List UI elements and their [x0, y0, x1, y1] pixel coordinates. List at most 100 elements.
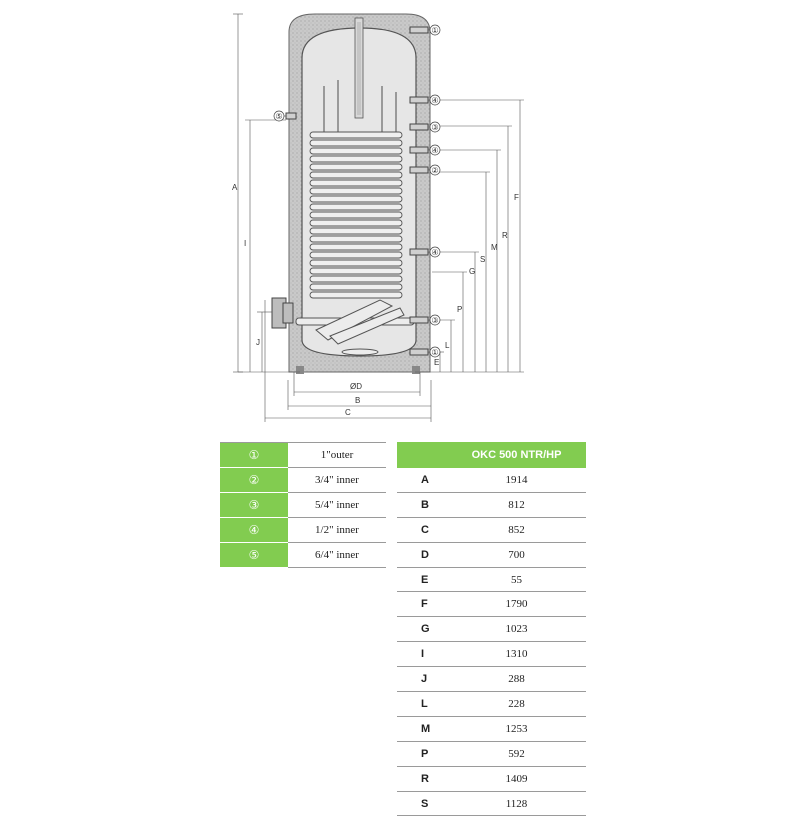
coil-turn [309, 227, 403, 235]
callout-circle [429, 246, 441, 258]
dimension-label: R [397, 766, 447, 792]
connection-pipe [409, 348, 429, 356]
dimension-label: J [397, 666, 447, 693]
coil-turn [309, 163, 403, 171]
header-blank-cell [397, 442, 447, 468]
callout-circle [429, 314, 441, 326]
connection-size: 1/2" inner [288, 517, 386, 543]
coil-turn [309, 235, 403, 243]
dimension-value: 1790 [447, 591, 586, 618]
dim-label-f: F [514, 193, 519, 202]
dimension-value: 1023 [447, 616, 586, 643]
connection-pipe [409, 26, 429, 34]
connection-pipe [409, 96, 429, 104]
dimension-label: A [397, 468, 447, 493]
dimension-value: 812 [447, 492, 586, 518]
dim-label-e: E [434, 358, 439, 367]
coil-turn [309, 251, 403, 259]
dimension-value: 228 [447, 691, 586, 717]
dimension-value: 1128 [447, 791, 586, 816]
dimension-label: P [397, 741, 447, 767]
callout-circle [429, 24, 441, 36]
connection-pipe [409, 316, 429, 324]
dimension-label: E [397, 567, 447, 593]
coil-turn [309, 187, 403, 195]
callout-circle [429, 94, 441, 106]
coil-turn [309, 203, 403, 211]
callout-symbol: ③ [431, 123, 438, 132]
connection-symbol: ④ [220, 517, 288, 543]
flange-left [271, 297, 294, 329]
dimension-value: 700 [447, 542, 586, 568]
connection-pipe [409, 166, 429, 174]
callout-symbol: ② [431, 166, 438, 175]
dimension-value: 1914 [447, 468, 586, 493]
callout-circle [429, 346, 441, 358]
dim-label-l: L [445, 341, 450, 350]
coil-turn [309, 267, 403, 275]
dimension-value: 55 [447, 567, 586, 593]
heat-exchanger-coil [309, 131, 403, 299]
dimension-label: F [397, 591, 447, 618]
coil-turn [309, 155, 403, 163]
connection-symbol: ② [220, 467, 288, 493]
connection-pipe [409, 123, 429, 131]
dimension-label: B [397, 492, 447, 518]
callout-symbol: ① [431, 26, 438, 35]
coil-turn [309, 219, 403, 227]
tank-cross-section-drawing: A I J F R M S G P L E ØD B [232, 13, 524, 422]
dim-label-r: R [502, 231, 508, 240]
dimension-label: G [397, 616, 447, 643]
dim-label-i: I [244, 239, 246, 248]
coil-turn [309, 147, 403, 155]
callout-symbol: ① [431, 348, 438, 357]
connection-size: 1"outer [288, 442, 386, 468]
dimension-label: C [397, 517, 447, 543]
connection-symbol: ① [220, 442, 288, 468]
dimension-label: S [397, 791, 447, 816]
dimension-value: 1310 [447, 641, 586, 668]
coil-turn [309, 139, 403, 147]
dim-label-b: B [355, 396, 360, 405]
dimension-label: M [397, 716, 447, 742]
callout-circle [429, 164, 441, 176]
coil-turn [309, 275, 403, 283]
dimension-lines-bottom [264, 300, 432, 422]
callout-circle [429, 121, 441, 133]
coil-turn [309, 259, 403, 267]
dim-label-d: ØD [350, 382, 362, 391]
dim-label-m: M [491, 243, 498, 252]
dim-label-s: S [480, 255, 485, 264]
callout-circle [429, 144, 441, 156]
dimension-label: I [397, 641, 447, 668]
coil-turn [309, 179, 403, 187]
connection-size: 3/4" inner [288, 467, 386, 493]
connection-pipe [409, 146, 429, 154]
dimension-label: L [397, 691, 447, 717]
dim-label-p: P [457, 305, 462, 314]
coil-turn [309, 131, 403, 139]
dimension-value: 852 [447, 517, 586, 543]
coil-turn [309, 283, 403, 291]
connection-size: 6/4" inner [288, 542, 386, 568]
dimension-value: 1253 [447, 716, 586, 742]
coil-turn [309, 171, 403, 179]
callout-symbol: ④ [431, 248, 438, 257]
connection-symbol: ③ [220, 492, 288, 518]
